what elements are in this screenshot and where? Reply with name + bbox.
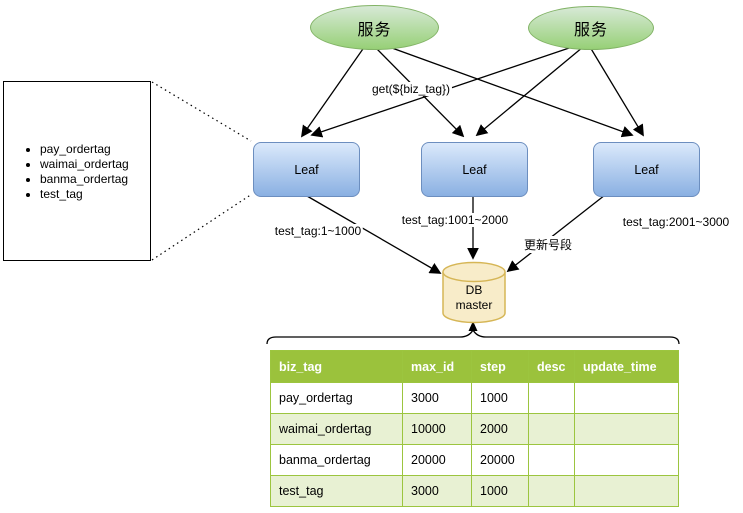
- cell-step: 1000: [471, 382, 529, 414]
- table-row: banma_ordertag 20000 20000: [270, 444, 679, 476]
- list-item: banma_ordertag: [40, 172, 150, 187]
- segment-table: biz_tag max_id step desc update_time pay…: [270, 350, 679, 507]
- leaf-node-3-label: Leaf: [634, 162, 659, 177]
- arrow-service2-leaf3: [589, 46, 644, 137]
- table-row: waimai_ordertag 10000 2000: [270, 413, 679, 445]
- cell-desc: [528, 475, 575, 507]
- brace-table-to-db: [266, 328, 680, 345]
- arrow-service1-leaf1: [300, 45, 366, 138]
- dotted-line-top: [151, 81, 252, 142]
- table-row: pay_ordertag 3000 1000: [270, 382, 679, 414]
- service-node-1: 服务: [310, 5, 439, 50]
- leaf-node-1: Leaf: [253, 142, 360, 197]
- table-header-row: biz_tag max_id step desc update_time: [270, 350, 679, 383]
- db-master-label: DB master: [443, 283, 505, 313]
- db-label-line2: master: [455, 298, 493, 312]
- cell-max-id: 10000: [402, 413, 472, 445]
- segment-table-wrapper: biz_tag max_id step desc update_time pay…: [270, 350, 679, 507]
- cell-step: 1000: [471, 475, 529, 507]
- leaf-node-2-label: Leaf: [462, 162, 487, 177]
- cell-update-time: [574, 444, 679, 476]
- column-header-desc: desc: [528, 350, 575, 383]
- cell-step: 20000: [471, 444, 529, 476]
- biz-tag-note-box: pay_ordertag waimai_ordertag banma_order…: [3, 81, 151, 261]
- cell-max-id: 3000: [402, 382, 472, 414]
- cell-step: 2000: [471, 413, 529, 445]
- list-item: pay_ordertag: [40, 142, 150, 157]
- cell-desc: [528, 444, 575, 476]
- arrow-service1-leaf3: [380, 43, 634, 138]
- edge-label-leaf3-segment: test_tag:2001~3000: [620, 215, 732, 229]
- service-node-1-label: 服务: [357, 21, 392, 39]
- leaf-node-3: Leaf: [593, 142, 700, 197]
- dotted-line-bottom: [151, 193, 253, 261]
- cell-desc: [528, 413, 575, 445]
- biz-tag-list: pay_ordertag waimai_ordertag banma_order…: [4, 142, 150, 202]
- cell-desc: [528, 382, 575, 414]
- cell-update-time: [574, 475, 679, 507]
- edge-label-leaf2-segment: test_tag:1001~2000: [399, 213, 511, 227]
- column-header-update-time: update_time: [574, 350, 679, 383]
- leaf-node-2: Leaf: [421, 142, 528, 197]
- edge-label-get-request: get(${biz_tag}): [369, 82, 453, 96]
- arrow-service2-leaf2: [475, 46, 584, 137]
- cell-update-time: [574, 382, 679, 414]
- cell-update-time: [574, 413, 679, 445]
- cell-max-id: 3000: [402, 475, 472, 507]
- cell-max-id: 20000: [402, 444, 472, 476]
- arrow-leaf1-db: [306, 195, 442, 274]
- cell-biz-tag: test_tag: [270, 475, 403, 507]
- db-label-line1: DB: [465, 283, 483, 297]
- cell-biz-tag: pay_ordertag: [270, 382, 403, 414]
- column-header-biz-tag: biz_tag: [270, 350, 403, 383]
- arrowhead-table-db: [468, 321, 478, 331]
- column-header-step: step: [471, 350, 529, 383]
- list-item: waimai_ordertag: [40, 157, 150, 172]
- leaf-node-1-label: Leaf: [294, 162, 319, 177]
- arrow-leaf3-db: [506, 194, 606, 273]
- column-header-max-id: max_id: [402, 350, 472, 383]
- cell-biz-tag: waimai_ordertag: [270, 413, 403, 445]
- list-item: test_tag: [40, 187, 150, 202]
- table-row: test_tag 3000 1000: [270, 475, 679, 507]
- db-cylinder-shape: [442, 261, 506, 324]
- service-node-2: 服务: [528, 6, 654, 50]
- cell-biz-tag: banma_ordertag: [270, 444, 403, 476]
- service-node-2-label: 服务: [573, 22, 608, 39]
- edge-label-update-segment: 更新号段: [521, 236, 575, 253]
- edge-label-leaf1-segment: test_tag:1~1000: [272, 224, 364, 238]
